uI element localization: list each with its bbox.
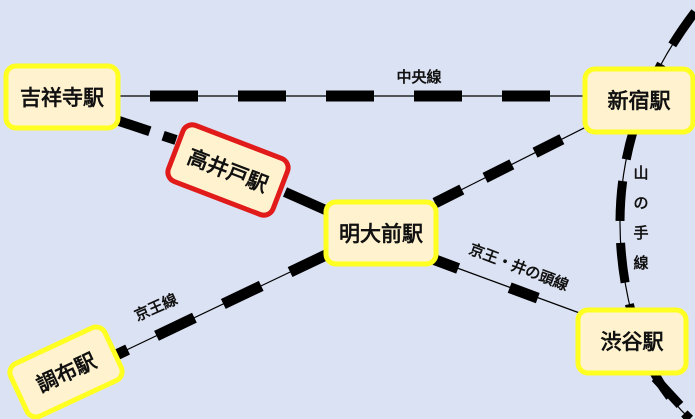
station-takaido[interactable]: 高井戸駅 — [165, 122, 291, 218]
yamanote-label-char-2: の — [633, 194, 648, 212]
keio-line-shinjuku-dashes — [432, 119, 595, 208]
inokashira-line-shibuya-dashes — [428, 252, 577, 318]
yamanote-line-label: 山 の 手 線 — [633, 164, 648, 272]
inokashira-line-segment-1 — [108, 113, 178, 145]
station-shinjuku-label: 新宿駅 — [608, 89, 672, 113]
station-shinjuku[interactable]: 新宿駅 — [582, 66, 695, 135]
yamanote-label-char-4: 線 — [633, 254, 648, 272]
yamanote-label-char-3: 手 — [633, 224, 648, 242]
station-kichijoji[interactable]: 吉祥寺駅 — [3, 63, 121, 131]
station-shibuya-label: 渋谷駅 — [601, 330, 665, 354]
station-meidaimae[interactable]: 明大前駅 — [323, 199, 439, 267]
station-chofu[interactable]: 調布駅 — [7, 324, 126, 419]
keio-line-chofu-dashes — [109, 249, 331, 362]
chuo-line-label: 中央線 — [396, 68, 441, 86]
station-meidaimae-label: 明大前駅 — [339, 222, 424, 246]
yamanote-line-bottom-dash — [651, 374, 684, 409]
station-kichijoji-label: 吉祥寺駅 — [20, 86, 105, 110]
inokashira-line-segment-2 — [282, 187, 333, 217]
keio-line-chofu-thin — [94, 253, 329, 366]
yamanote-label-char-1: 山 — [633, 164, 648, 182]
keio-line-label: 京王線 — [132, 290, 180, 325]
station-shibuya[interactable]: 渋谷駅 — [575, 307, 689, 376]
